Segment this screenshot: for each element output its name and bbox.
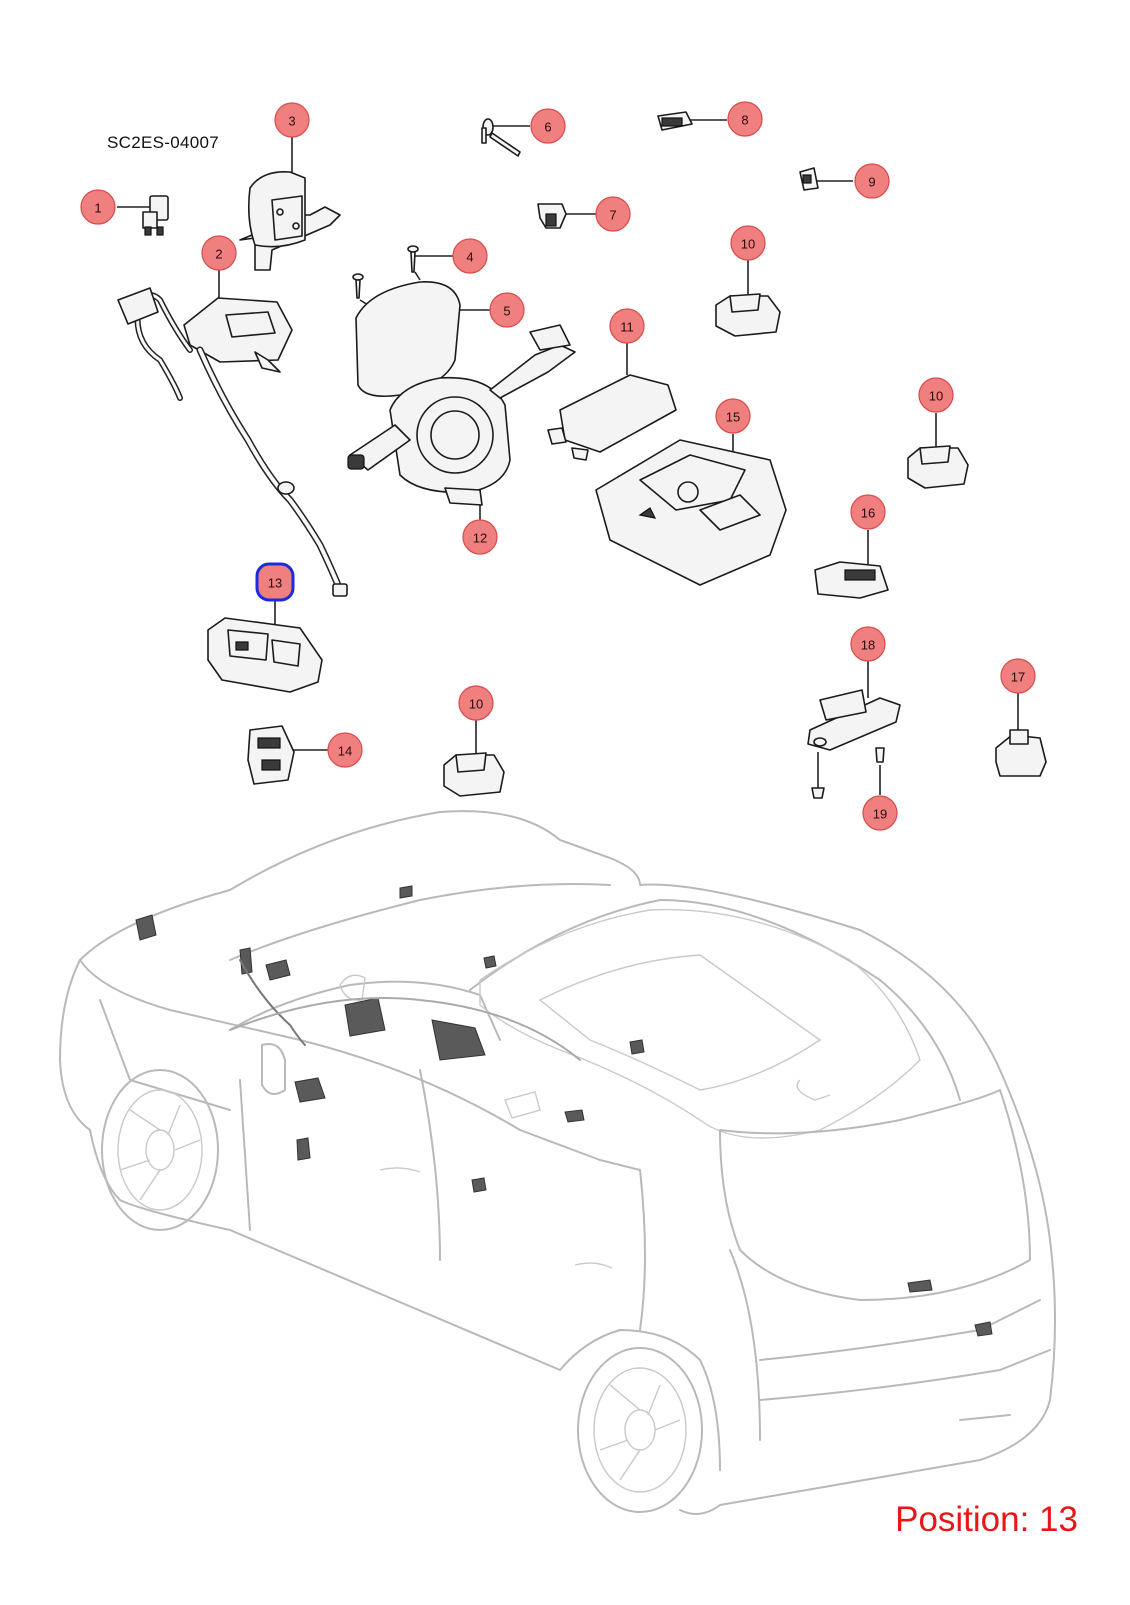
callout-19[interactable]: 19 xyxy=(862,795,898,831)
callout-5[interactable]: 5 xyxy=(489,292,525,328)
callout-label: 6 xyxy=(544,120,551,135)
callout-circle xyxy=(327,732,363,768)
callout-circle xyxy=(458,685,494,721)
callout-circle xyxy=(1000,658,1036,694)
callout-16[interactable]: 16 xyxy=(850,494,886,530)
part-7-switch xyxy=(537,203,596,229)
part-9-connector xyxy=(799,167,853,191)
callout-10a[interactable]: 10 xyxy=(730,225,766,261)
callout-6[interactable]: 6 xyxy=(530,108,566,144)
callout-circle xyxy=(854,163,890,199)
callout-3[interactable]: 3 xyxy=(274,102,310,138)
callout-circle xyxy=(595,196,631,232)
part-19-fasteners xyxy=(811,747,885,799)
part-4-screws xyxy=(352,245,453,299)
callout-13[interactable]: 13 xyxy=(255,562,295,602)
callout-12[interactable]: 12 xyxy=(462,519,498,555)
callout-circle xyxy=(715,398,751,434)
part-5-airbag-cover xyxy=(355,271,495,398)
callout-circle xyxy=(462,519,498,555)
callout-8[interactable]: 8 xyxy=(727,101,763,137)
callout-circle xyxy=(80,189,116,225)
part-8-sensor xyxy=(657,111,727,131)
part-18-lamp xyxy=(807,660,901,751)
callout-1[interactable]: 1 xyxy=(80,189,116,225)
callout-10b[interactable]: 10 xyxy=(918,377,954,413)
callout-circle xyxy=(452,238,488,274)
part-6-sensor xyxy=(481,118,530,157)
callout-label: 15 xyxy=(726,410,740,425)
callout-label: 10 xyxy=(929,389,943,404)
callout-10c[interactable]: 10 xyxy=(458,685,494,721)
part-17-switch xyxy=(995,692,1047,777)
part-14-switch xyxy=(247,725,328,785)
callout-label: 14 xyxy=(338,744,352,759)
part-13-window-switch xyxy=(207,600,323,693)
callout-label: 16 xyxy=(861,506,875,521)
callout-circle xyxy=(609,308,645,344)
callout-label: 7 xyxy=(609,208,616,223)
part-10-switch-bottom xyxy=(443,720,505,797)
callout-circle xyxy=(201,235,237,271)
callout-circle xyxy=(862,795,898,831)
vehicle-outline xyxy=(59,810,1056,1515)
callout-label: 9 xyxy=(868,175,875,190)
callout-label: 12 xyxy=(473,531,487,546)
callout-15[interactable]: 15 xyxy=(715,398,751,434)
position-label: Position: 13 xyxy=(895,1500,1078,1539)
callout-circle xyxy=(274,102,310,138)
part-10-switch-right xyxy=(907,413,969,489)
callout-18[interactable]: 18 xyxy=(850,626,886,662)
callout-label: 10 xyxy=(741,237,755,252)
part-2-module-harness xyxy=(117,270,348,597)
callout-7[interactable]: 7 xyxy=(595,196,631,232)
callout-11[interactable]: 11 xyxy=(609,308,645,344)
callout-circle xyxy=(530,108,566,144)
part-15-overhead-console xyxy=(595,434,787,586)
callout-label: 8 xyxy=(741,113,748,128)
callout-circle xyxy=(850,494,886,530)
callout-label: 18 xyxy=(861,638,875,653)
callout-label: 5 xyxy=(503,304,510,319)
callout-circle xyxy=(918,377,954,413)
callout-label: 11 xyxy=(620,320,634,335)
callout-circle xyxy=(850,626,886,662)
callout-circle xyxy=(727,101,763,137)
callout-label: 10 xyxy=(469,697,483,712)
part-11-module xyxy=(547,342,677,461)
callout-label: 3 xyxy=(288,114,295,129)
callout-circle xyxy=(730,225,766,261)
part-16-switch xyxy=(814,530,889,599)
callout-label: 13 xyxy=(268,576,282,591)
document-code: SC2ES-04007 xyxy=(107,133,219,152)
callout-2[interactable]: 2 xyxy=(201,235,237,271)
callout-9[interactable]: 9 xyxy=(854,163,890,199)
callout-label: 2 xyxy=(215,247,222,262)
callout-14[interactable]: 14 xyxy=(327,732,363,768)
callout-label: 1 xyxy=(94,201,101,216)
callout-label: 4 xyxy=(466,250,473,265)
part-1-connector xyxy=(117,195,169,236)
callout-label: 17 xyxy=(1011,670,1025,685)
callout-label: 19 xyxy=(873,807,887,822)
part-10-switch-top xyxy=(715,260,781,337)
callout-4[interactable]: 4 xyxy=(452,238,488,274)
callout-circle xyxy=(489,292,525,328)
callout-17[interactable]: 17 xyxy=(1000,658,1036,694)
callout-highlight-frame xyxy=(255,562,295,602)
part-12-column-switch xyxy=(347,324,576,520)
part-3-bracket-module xyxy=(239,137,341,271)
